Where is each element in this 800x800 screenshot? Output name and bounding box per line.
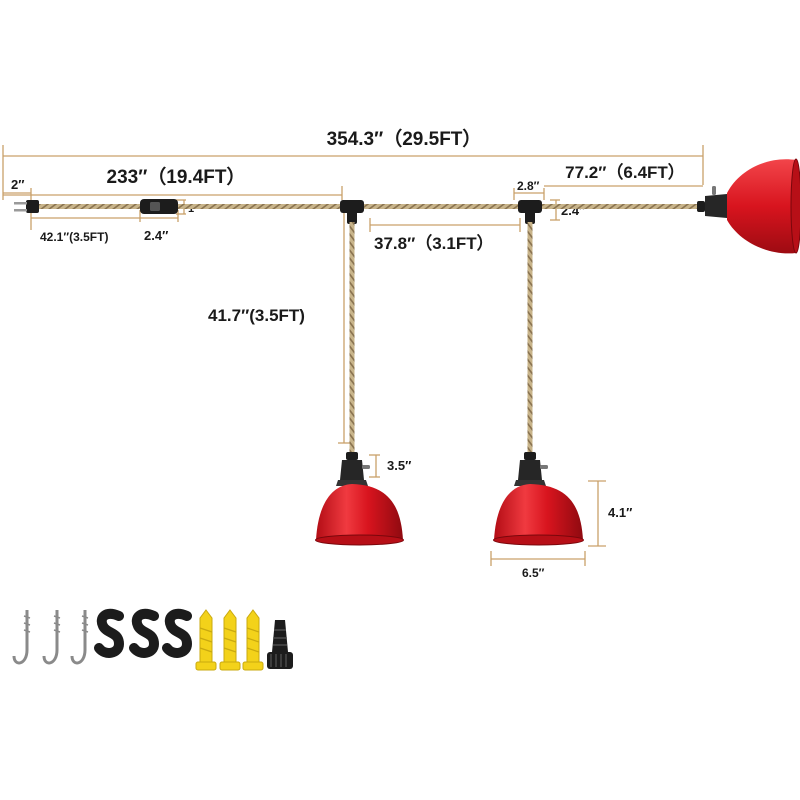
dimension-labels: 354.3″（29.5FT） 233″（19.4FT） 77.2″（6.4FT）… — [11, 127, 685, 580]
main-run-label: 233″（19.4FT） — [107, 165, 246, 188]
drop-cord-2 — [527, 222, 533, 456]
s-clip-icon — [162, 608, 193, 658]
cord-segment-switch-tee — [176, 204, 342, 209]
main-cord — [36, 204, 700, 209]
lamp-shade-end — [727, 159, 796, 254]
accessories — [12, 608, 293, 671]
drop-cord-1 — [349, 222, 355, 456]
screw-hook-icon — [42, 610, 61, 665]
lamp-socket-2-icon — [514, 452, 548, 486]
strain-relief-bushing-icon — [267, 620, 293, 669]
pendant-lamp-end — [697, 158, 800, 254]
connector-width-label: 2.8″ — [517, 179, 540, 193]
screw-hook-icon — [70, 610, 89, 665]
socket-height-label: 3.5″ — [387, 458, 411, 473]
screw-hook-icon — [12, 610, 31, 665]
wall-anchor-icon — [195, 609, 217, 671]
plug-offset-label: 2″ — [11, 177, 24, 192]
s-clip-icon — [129, 608, 160, 658]
cord-segment-tee-tee — [362, 204, 520, 209]
between-drops-label: 37.8″（3.1FT） — [374, 233, 494, 253]
lamp-shade-2 — [494, 484, 583, 540]
plug-to-switch-label: 42.1″(3.5FT) — [40, 230, 108, 244]
plug-icon — [14, 200, 39, 213]
lamp-socket-1-icon — [336, 452, 370, 486]
cord-segment-tee-end — [540, 204, 700, 209]
inline-switch-icon — [140, 199, 178, 214]
drop-length-label: 41.7″(3.5FT) — [208, 306, 305, 325]
cord-segment-plug-switch — [36, 204, 142, 209]
total-length-label: 354.3″（29.5FT） — [327, 127, 482, 150]
shade-height-label: 4.1″ — [608, 505, 632, 520]
lamp-socket-end-icon — [697, 186, 727, 218]
wall-anchor-icon — [242, 609, 264, 671]
wall-anchor-icon — [219, 609, 241, 671]
pendant-lamp-2 — [493, 452, 584, 546]
switch-length-label: 2.4″ — [144, 228, 168, 243]
lamp-shade-1 — [316, 484, 403, 540]
s-clip-icon — [94, 608, 125, 658]
dimension-lines — [2, 145, 704, 566]
t-connector-1-icon — [340, 200, 364, 224]
pendant-lamp-1 — [315, 452, 404, 546]
end-run-label: 77.2″（6.4FT） — [565, 162, 685, 182]
t-connector-2-icon — [518, 200, 542, 224]
shade-width-label: 6.5″ — [522, 566, 545, 580]
